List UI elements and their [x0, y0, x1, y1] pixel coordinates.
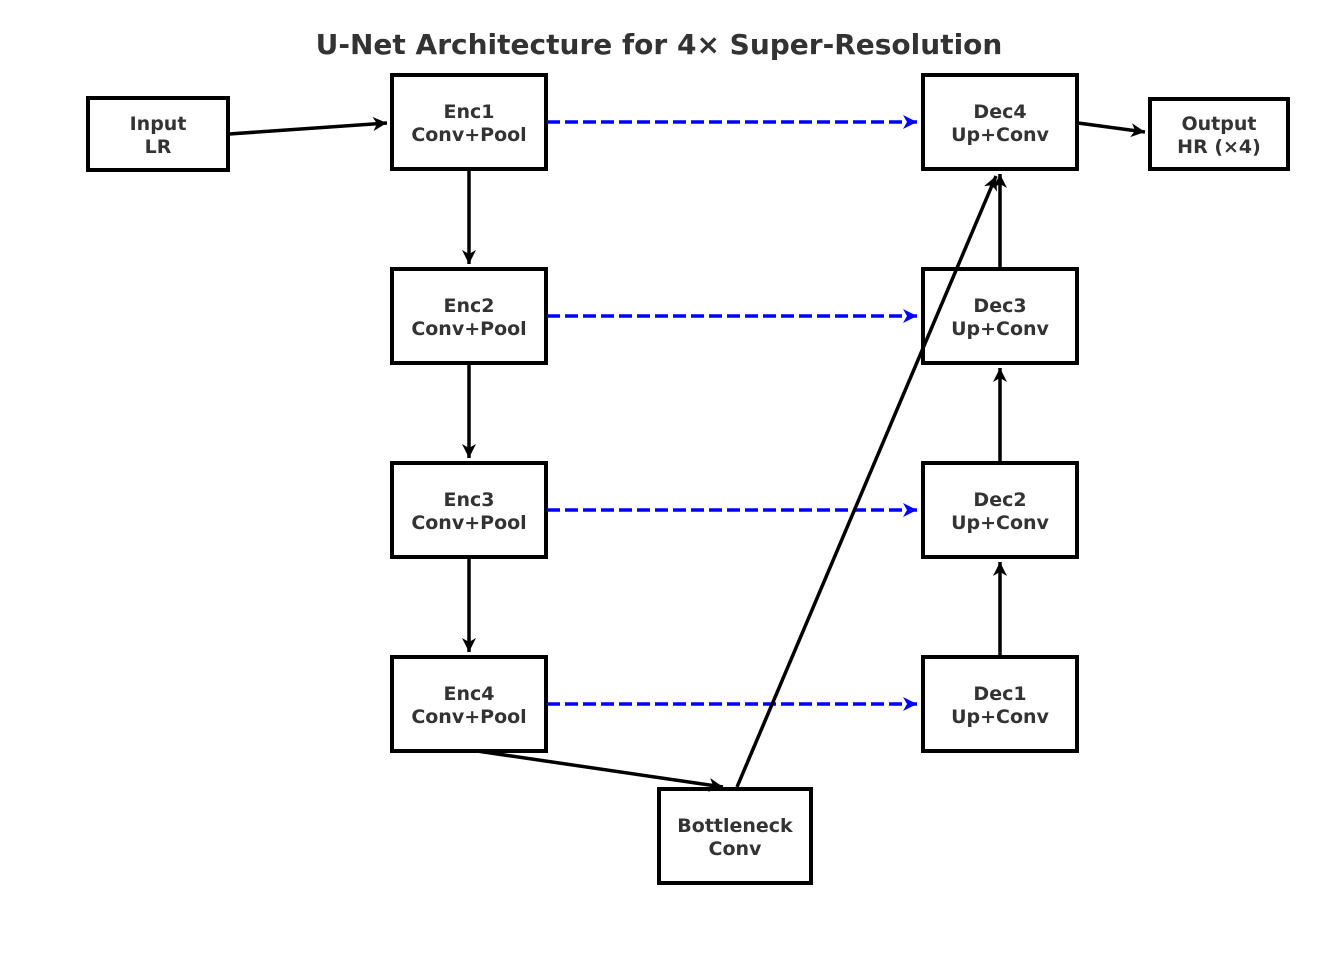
dec1-label-line1: Dec1 — [973, 683, 1026, 705]
dec2-box — [921, 461, 1079, 559]
bottleneck-box — [657, 787, 813, 885]
enc4-label-line2: Conv+Pool — [411, 706, 526, 728]
enc4-label-line1: Enc4 — [444, 683, 495, 705]
diagram-title: U-Net Architecture for 4× Super-Resoluti… — [316, 28, 1003, 61]
dec1-label-line2: Up+Conv — [951, 706, 1049, 728]
dec3-node: Dec3 Up+Conv — [921, 267, 1079, 365]
arrow-dec4-to-output — [1077, 121, 1146, 138]
dec2-label-line2: Up+Conv — [951, 512, 1049, 534]
output-hr-label-line2: HR (×4) — [1177, 136, 1261, 158]
dec3-label-line2: Up+Conv — [951, 318, 1049, 340]
bottleneck-label-line2: Conv — [709, 838, 763, 860]
enc3-label-line2: Conv+Pool — [411, 512, 526, 534]
enc3-label-line1: Enc3 — [444, 489, 495, 511]
enc4-box — [390, 655, 548, 753]
enc2-label-line2: Conv+Pool — [411, 318, 526, 340]
enc4-node: Enc4 Conv+Pool — [390, 655, 548, 753]
bottleneck-label-line1: Bottleneck — [677, 815, 793, 837]
enc2-node: Enc2 Conv+Pool — [390, 267, 548, 365]
dec2-label-line1: Dec2 — [973, 489, 1026, 511]
dec2-node: Dec2 Up+Conv — [921, 461, 1079, 559]
enc1-node: Enc1 Conv+Pool — [390, 73, 548, 171]
input-lr-node: Input LR — [86, 96, 230, 172]
enc2-label-line1: Enc2 — [444, 295, 495, 317]
input-lr-label-line2: LR — [145, 136, 172, 158]
dec4-box — [921, 73, 1079, 171]
arrow-bottleneck-to-dec4 — [735, 175, 998, 788]
enc3-node: Enc3 Conv+Pool — [390, 461, 548, 559]
enc1-label-line2: Conv+Pool — [411, 124, 526, 146]
input-lr-box — [86, 96, 230, 172]
arrow-enc4-to-bottleneck — [476, 749, 724, 792]
dec1-node: Dec1 Up+Conv — [921, 655, 1079, 753]
output-hr-label-line1: Output — [1182, 113, 1257, 135]
output-hr-box — [1148, 97, 1290, 171]
dec4-label-line2: Up+Conv — [951, 124, 1049, 146]
dec3-label-line1: Dec3 — [973, 295, 1026, 317]
input-lr-label-line1: Input — [130, 113, 187, 135]
dec1-box — [921, 655, 1079, 753]
enc1-label-line1: Enc1 — [444, 101, 495, 123]
arrow-input-to-enc1 — [228, 116, 388, 136]
dec4-label-line1: Dec4 — [973, 101, 1026, 123]
dec4-node: Dec4 Up+Conv — [921, 73, 1079, 171]
enc3-box — [390, 461, 548, 559]
bottleneck-node: Bottleneck Conv — [657, 787, 813, 885]
output-hr-node: Output HR (×4) — [1148, 97, 1290, 171]
